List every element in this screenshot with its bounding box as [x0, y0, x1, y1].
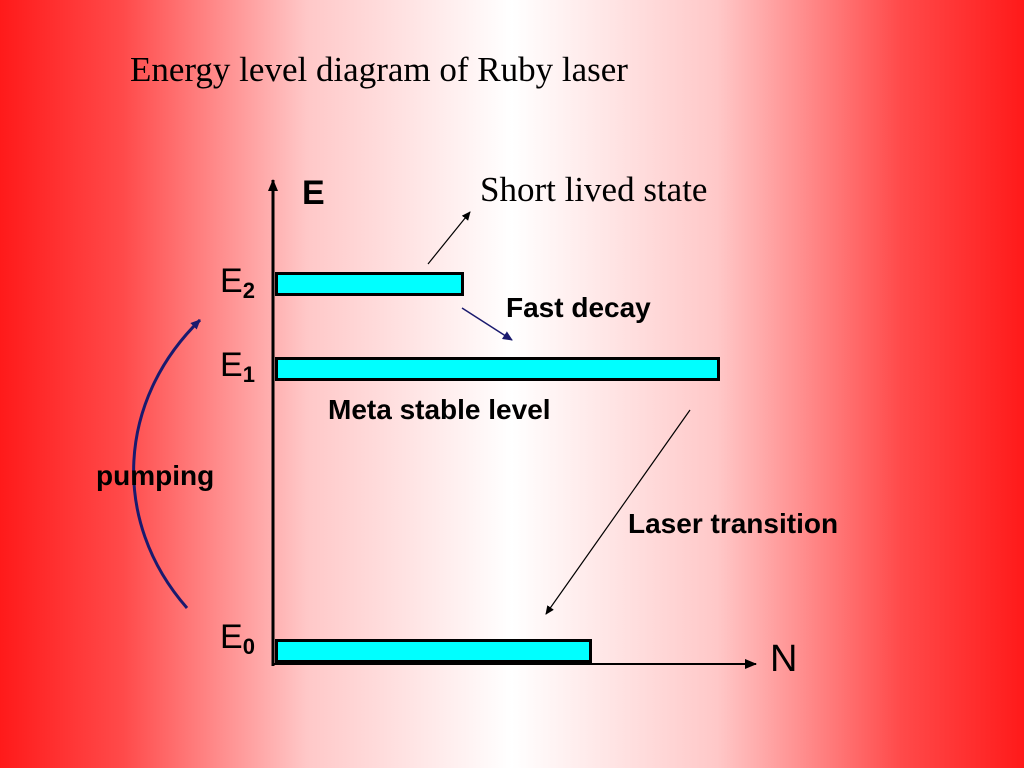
level-e2-label: E2: [220, 262, 255, 303]
laser-transition-arrow: [545, 409, 691, 615]
pumping-label: pumping: [96, 460, 215, 491]
pumping-arrow: [132, 318, 202, 609]
page-title: Energy level diagram of Ruby laser: [130, 50, 628, 89]
energy-axis-label: E: [302, 174, 325, 212]
population-axis-label: N: [770, 638, 798, 680]
fast-decay-arrow: [461, 307, 513, 341]
level-e0-label: E0: [220, 618, 255, 659]
level-e1-label: E1: [220, 346, 255, 387]
laser-transition-label: Laser transition: [628, 508, 839, 539]
short-lived-arrow: [427, 211, 471, 265]
level-e1-bar: [275, 357, 720, 381]
short-lived-state-label: Short lived state: [480, 170, 708, 209]
level-e0-bar: [275, 639, 592, 663]
level-e2-bar: [275, 272, 464, 296]
meta-stable-label: Meta stable level: [328, 394, 551, 425]
fast-decay-label: Fast decay: [506, 292, 651, 323]
